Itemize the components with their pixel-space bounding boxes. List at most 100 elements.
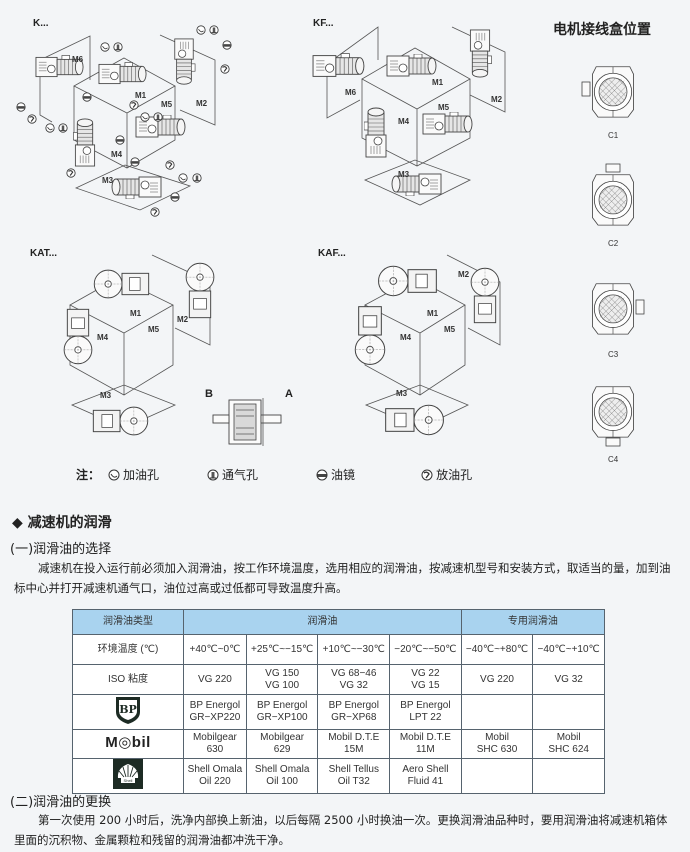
symbol-legend: 注： 加油孔 通气孔 油镜 放油孔 bbox=[76, 466, 472, 483]
cell-line: VG 220 bbox=[480, 673, 514, 685]
terminal-box bbox=[605, 163, 621, 173]
oil-fill-icon bbox=[140, 112, 150, 122]
label-m2: M2 bbox=[196, 99, 208, 108]
cell-line: Mobilgear bbox=[192, 732, 237, 743]
oil-drain-icon bbox=[150, 207, 160, 217]
legend-label: 通气孔 bbox=[222, 468, 259, 482]
gearmotor-m4 bbox=[63, 308, 93, 365]
label-m3: M3 bbox=[396, 389, 408, 398]
oil-sight-glass-icon bbox=[222, 40, 232, 50]
cell-line: Oil 100 bbox=[266, 776, 298, 787]
paragraph-oil-selection: 减速机在投入运行前必须加入润滑油，按工作环境温度，选用相应的润滑油，按减速机型号… bbox=[14, 561, 671, 595]
gearmotor-m2 bbox=[470, 267, 500, 324]
plane-m2 bbox=[446, 254, 501, 346]
oil-drain-icon bbox=[421, 468, 433, 481]
cell-line: VG 68−46 bbox=[331, 667, 377, 679]
table-cell: VG 220 bbox=[183, 664, 247, 695]
position-label: C1 bbox=[608, 131, 619, 140]
label-m4: M4 bbox=[97, 333, 109, 342]
label-m4: M4 bbox=[398, 117, 410, 126]
label-m1: M1 bbox=[130, 309, 142, 318]
subheading-oil-selection: (一)润滑油的选择 bbox=[10, 542, 112, 557]
diagram-kat-label: KAT... bbox=[30, 248, 57, 259]
oil-sight-glass-icon bbox=[115, 135, 125, 145]
legend-item-oil-drain: 放油孔 bbox=[421, 466, 472, 483]
label-m3: M3 bbox=[100, 391, 112, 400]
diagram-kat: KAT... M1 M5 M4 M2 M3 bbox=[30, 248, 215, 436]
cell-line: GR−XP220 bbox=[189, 712, 241, 723]
gearmotor-m4 bbox=[364, 107, 387, 158]
label-m5: M5 bbox=[444, 325, 456, 334]
label-m4: M4 bbox=[111, 150, 123, 159]
vent-icon bbox=[192, 173, 202, 183]
plane-m3 bbox=[363, 159, 472, 206]
gearmotor-m1 bbox=[98, 62, 147, 85]
motor-box-c2: C2 bbox=[592, 163, 634, 248]
cell-line: Oil 220 bbox=[199, 776, 231, 787]
cube-outline bbox=[364, 277, 466, 396]
cube-outline bbox=[69, 277, 174, 396]
plane-m6 bbox=[39, 35, 91, 123]
table-cell-empty bbox=[532, 694, 605, 730]
oil-sight-glass-icon bbox=[130, 157, 140, 167]
label-m3: M3 bbox=[398, 170, 410, 179]
row-label: 环境温度 (℃) bbox=[72, 634, 184, 665]
oil-sight-glass-icon bbox=[16, 102, 26, 112]
oil-sight-glass-icon bbox=[82, 92, 92, 102]
vent-icon bbox=[153, 112, 163, 122]
table-row-temperature: 环境温度 (℃) +40℃~0℃ +25℃~−15℃ +10℃~−30℃ −20… bbox=[72, 634, 605, 665]
legend-item-oil-fill: 加油孔 bbox=[108, 466, 159, 483]
table-cell-empty bbox=[460, 694, 534, 730]
gearmotor-m1 bbox=[377, 265, 437, 297]
cell-line: 11M bbox=[416, 744, 435, 755]
table-cell: VG 220 bbox=[460, 664, 534, 695]
diagram-kaf: KAF... M1 M5 M4 M2 M3 bbox=[318, 248, 501, 436]
vent-icon bbox=[58, 123, 68, 133]
oil-fill-icon bbox=[196, 25, 206, 35]
cell-line: BP Energol bbox=[256, 700, 308, 711]
table-cell: −40℃~+80℃ bbox=[460, 634, 534, 665]
gearmotor-m2 bbox=[174, 38, 196, 85]
cell-line: Mobil bbox=[485, 732, 509, 743]
cell-line: VG 32 bbox=[339, 679, 368, 691]
cell-line: Mobil bbox=[556, 732, 581, 743]
position-label: C2 bbox=[608, 239, 619, 248]
oil-fill-icon bbox=[178, 173, 188, 183]
cell-line: 629 bbox=[273, 744, 291, 755]
header-special-oil: 专用润滑油 bbox=[460, 609, 606, 635]
section-heading: ◆ 减速机的润滑 bbox=[12, 515, 112, 531]
gearmotor-m4 bbox=[354, 306, 386, 366]
gearmotor-m1 bbox=[386, 54, 437, 77]
motor-box-c4: C4 bbox=[592, 386, 634, 464]
oil-drain-icon bbox=[165, 160, 175, 170]
side-b-label: B bbox=[205, 388, 213, 400]
oil-fill-icon bbox=[108, 469, 120, 480]
position-label: C3 bbox=[608, 350, 619, 359]
cell-line: Mobil D.T.E bbox=[399, 732, 451, 743]
cell-line: Shell Omala bbox=[254, 764, 310, 775]
side-view-drawing: B A bbox=[205, 388, 293, 446]
cell-line: BP Energol bbox=[328, 700, 379, 711]
label-m2: M2 bbox=[491, 95, 503, 104]
gearmotor-m3 bbox=[385, 404, 445, 436]
row-label: ISO 粘度 bbox=[72, 664, 184, 695]
legend-prefix: 注： bbox=[76, 468, 101, 482]
diagram-kf: KF... M6 M1 M5 M4 M3 M2 bbox=[312, 18, 506, 206]
oil-drain-icon bbox=[66, 168, 76, 178]
label-m2: M2 bbox=[177, 315, 189, 324]
cell-line: Shell Tellus bbox=[328, 764, 379, 775]
vent-icon bbox=[207, 469, 219, 480]
diagram-k-label: K... bbox=[33, 18, 49, 29]
motor-box-c1: C1 bbox=[581, 66, 634, 140]
label-m2: M2 bbox=[458, 270, 470, 279]
label-m4: M4 bbox=[400, 333, 412, 342]
